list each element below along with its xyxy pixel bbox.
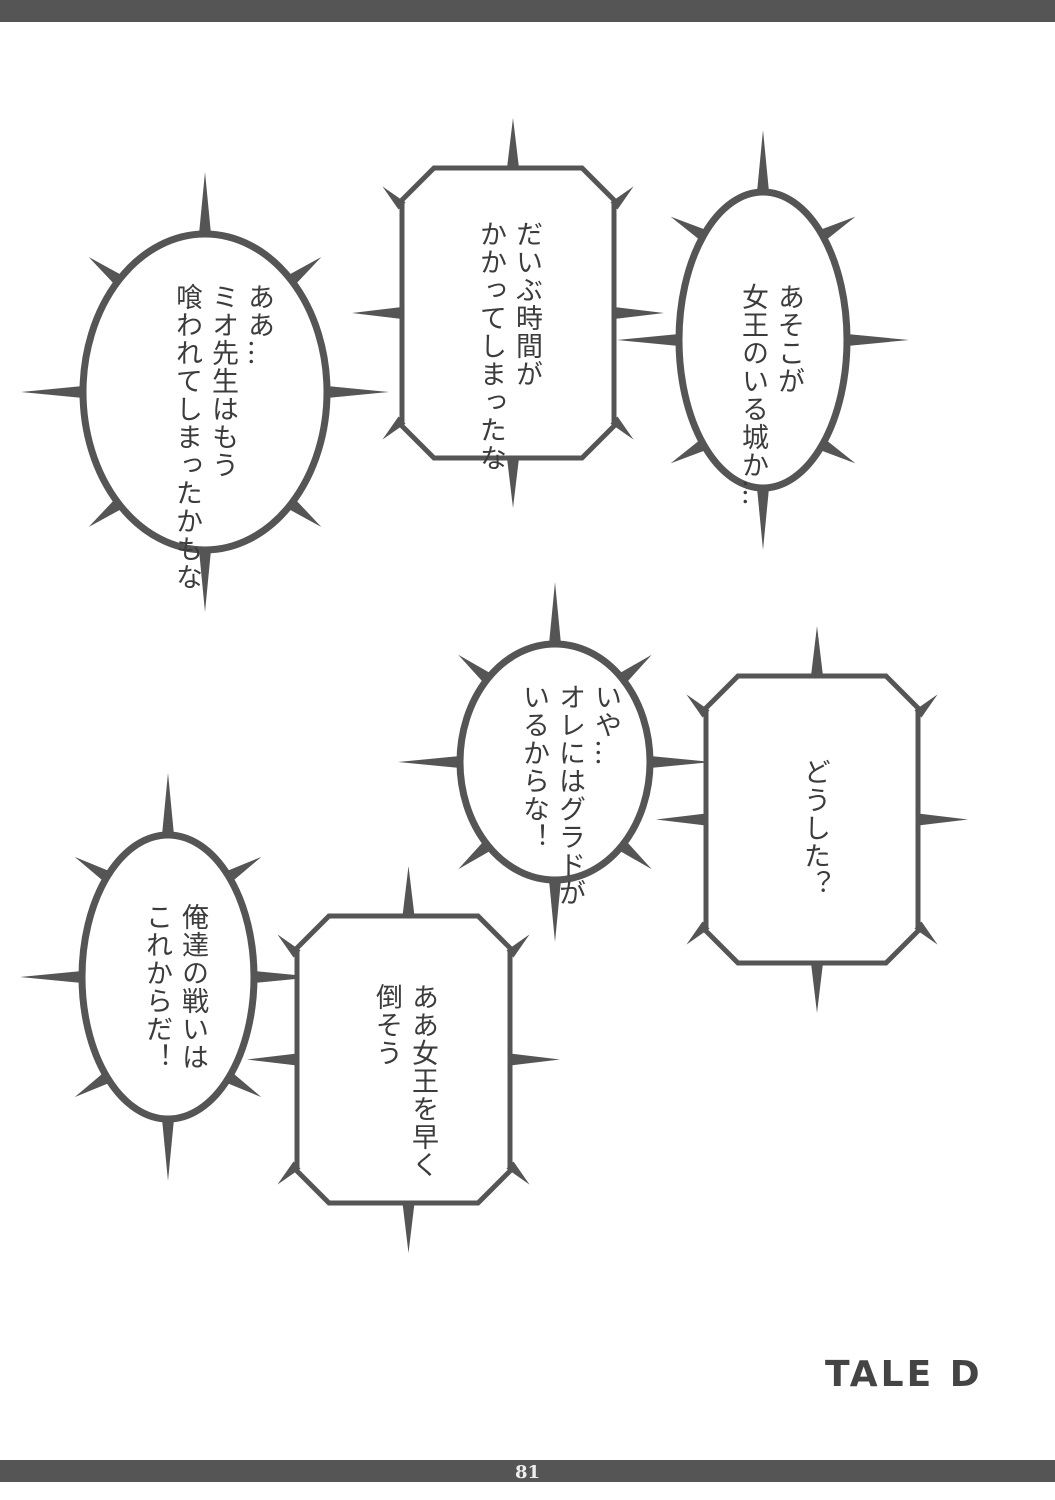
bubble-spike xyxy=(507,458,519,508)
box-speech-bubble xyxy=(399,165,617,461)
bubble-spike xyxy=(327,386,389,398)
bubble-line: これからだ！ xyxy=(141,903,172,1071)
bubble-line: いや… xyxy=(590,683,621,767)
bubble-6-text: 俺達の戦いは これからだ！ xyxy=(138,903,210,1071)
bubble-spike xyxy=(74,856,111,882)
bubble-spike xyxy=(199,172,211,234)
bubble-spike xyxy=(549,582,561,644)
bubble-spike xyxy=(225,1072,262,1098)
bubble-line: 俺達の戦いは xyxy=(177,903,208,1071)
bubble-spike xyxy=(510,1053,560,1066)
bubble-spike xyxy=(610,186,634,210)
bubble-spike xyxy=(225,856,262,882)
bubble-spike xyxy=(398,756,460,768)
bubble-line: どうした？ xyxy=(799,758,830,898)
bubble-spike xyxy=(670,439,707,464)
bubble-spike xyxy=(74,1072,111,1098)
bubble-spike xyxy=(506,1161,530,1185)
bubble-spike xyxy=(811,963,823,1013)
bubble-spike xyxy=(549,880,561,942)
bubble-spike xyxy=(88,257,123,286)
bubble-line: ミオ先生はもう xyxy=(207,283,238,479)
bubble-spike xyxy=(618,654,652,684)
bubble-spike xyxy=(757,488,769,550)
bubble-spike xyxy=(819,216,856,241)
bubble-spike xyxy=(686,921,710,945)
bubble-spike xyxy=(458,840,492,870)
bubble-spike xyxy=(352,307,402,319)
bubble-spike xyxy=(918,813,968,826)
bubble-spike xyxy=(254,971,316,983)
bubble-spike xyxy=(199,550,211,612)
bubble-4-text: いや… オレにはグラドが いるからな！ xyxy=(515,683,623,907)
bubble-2-text: だいぶ時間が かかってしまったな xyxy=(472,220,544,472)
bubble-spike xyxy=(20,971,82,983)
bubble-spike xyxy=(382,186,406,210)
bottom-border-bar xyxy=(0,1460,1055,1482)
bubble-spike xyxy=(382,416,406,440)
bubble-spike xyxy=(656,813,706,826)
bubble-spike xyxy=(618,840,652,870)
bubble-line: あそこが xyxy=(773,283,804,395)
bubble-spike xyxy=(162,773,174,835)
bubble-spike xyxy=(287,257,322,286)
bubble-3-text: あそこが 女王のいる城か… xyxy=(734,283,806,507)
bubble-spike xyxy=(88,498,123,527)
bubble-line: ああ女王を早く xyxy=(407,983,438,1179)
bubble-line: オレにはグラドが xyxy=(554,683,585,907)
bubble-spike xyxy=(914,694,938,718)
bubble-line: かかってしまったな xyxy=(475,220,506,472)
bubble-line: だいぶ時間が xyxy=(511,220,542,388)
bubble-spike xyxy=(847,334,909,346)
bubble-spike xyxy=(506,934,530,958)
page-number: 81 xyxy=(514,1462,541,1483)
chapter-title: TALE D xyxy=(825,1354,983,1395)
bubble-spike xyxy=(757,130,769,192)
bubble-spike xyxy=(686,694,710,718)
bubble-line: いるからな！ xyxy=(518,683,549,851)
bubble-spike xyxy=(670,216,707,241)
box-speech-bubble xyxy=(294,913,513,1206)
bubble-spike xyxy=(287,498,322,527)
bubble-5-text: どうした？ xyxy=(796,758,832,898)
bubble-1-text: ああ… ミオ先生はもう 喰われてしまったかもな xyxy=(168,283,276,591)
bubble-spike xyxy=(277,1161,301,1185)
bubble-spike xyxy=(402,866,415,916)
bubble-spike xyxy=(914,921,938,945)
bubble-spike xyxy=(811,626,823,676)
bubble-spike xyxy=(21,386,83,398)
box-speech-bubble xyxy=(703,673,921,966)
bubble-line: 倒そう xyxy=(371,983,402,1067)
bubble-spike xyxy=(402,1203,415,1253)
bubble-spike xyxy=(507,118,519,168)
bubble-spike xyxy=(162,1119,174,1181)
bubble-spike xyxy=(277,934,301,958)
bubble-spike xyxy=(610,416,634,440)
bubble-spike xyxy=(458,654,492,684)
bubble-line: 女王のいる城か… xyxy=(737,283,768,507)
bubble-7-text: ああ女王を早く 倒そう xyxy=(368,983,440,1179)
top-border-bar xyxy=(0,0,1055,22)
bubble-spike xyxy=(617,334,679,346)
bubble-spike xyxy=(247,1053,297,1066)
bubble-spike xyxy=(614,307,664,319)
bubble-line: 喰われてしまったかもな xyxy=(171,283,202,591)
bubble-spike xyxy=(650,756,712,768)
bubble-spike xyxy=(819,439,856,464)
bubble-line: ああ… xyxy=(243,283,274,367)
